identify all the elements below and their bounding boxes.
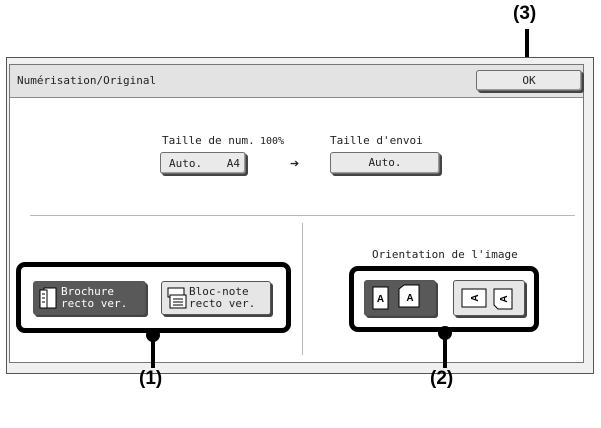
landscape-orientation-icon: A A <box>461 288 513 310</box>
svg-text:A: A <box>406 293 413 304</box>
vertical-divider <box>302 223 303 355</box>
callout-1-label: (1) <box>139 368 163 389</box>
title-bar: Numérisation/Original OK <box>10 65 583 98</box>
scan-paper-size: A4 <box>226 157 240 170</box>
portrait-orientation-button[interactable]: A A <box>364 280 436 316</box>
notepad-icon <box>167 287 187 309</box>
send-size-button[interactable]: Auto. <box>330 152 440 174</box>
scan-size-value: Auto. <box>169 157 203 170</box>
svg-text:A: A <box>470 294 481 301</box>
arrow-right-icon: ➔ <box>290 158 300 170</box>
portrait-orientation-icon: A A <box>372 284 420 310</box>
brochure-icon <box>39 287 57 309</box>
scan-size-label: Taille de num. <box>162 134 255 147</box>
image-orientation-label: Orientation de l'image <box>372 248 518 261</box>
scan-size-button[interactable]: Auto. A4 <box>160 152 246 174</box>
callout-2-label: (2) <box>430 368 454 389</box>
callout-2-line <box>443 333 447 368</box>
landscape-orientation-button[interactable]: A A <box>453 280 525 316</box>
callout-1-line <box>151 335 155 368</box>
send-size-label: Taille d'envoi <box>330 134 423 147</box>
ok-button[interactable]: OK <box>476 70 582 91</box>
callout-3-line <box>525 29 529 65</box>
svg-text:A: A <box>377 294 384 305</box>
ratio-label: 100% <box>260 136 285 147</box>
screen-title: Numérisation/Original <box>17 74 157 87</box>
svg-text:A: A <box>499 295 510 302</box>
callout-3-label: (3) <box>513 3 537 24</box>
horizontal-divider <box>30 215 575 216</box>
